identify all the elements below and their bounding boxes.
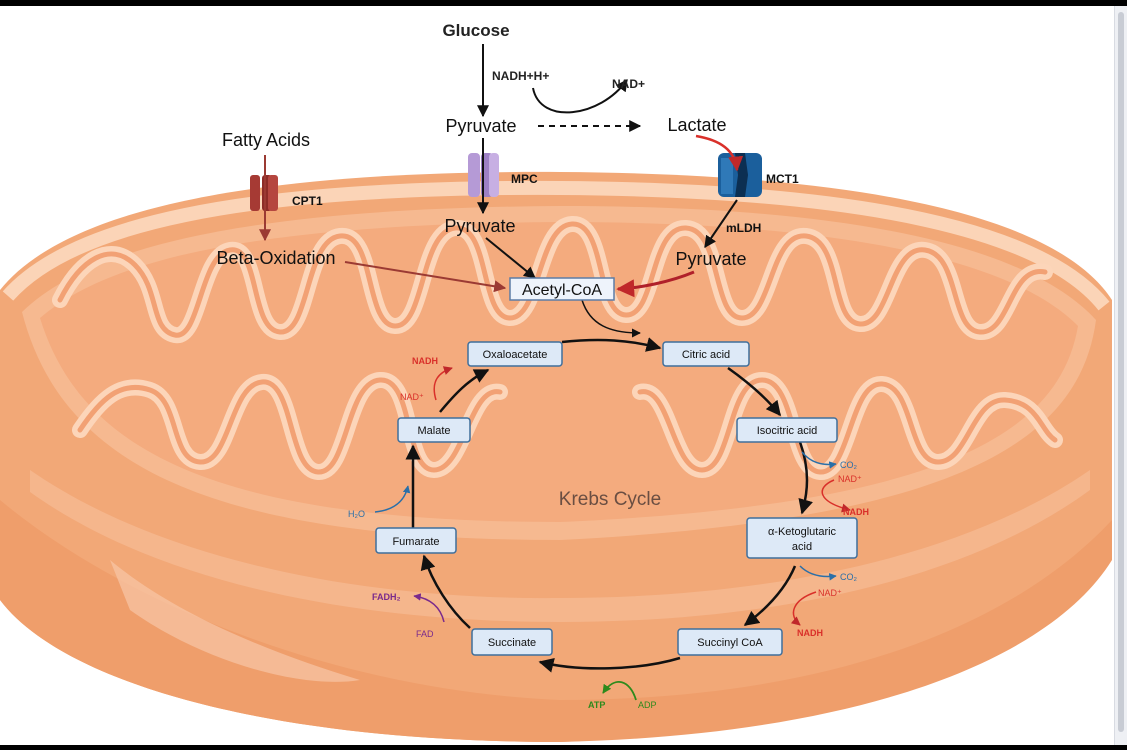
arrow-acetyl-citric [581,299,641,338]
krebs-cycle-arrows [405,337,813,673]
outer-shading [0,500,1112,742]
isocitric-acid-box: Isocitric acid [736,417,838,443]
inner-lip [30,470,1090,622]
nadh-label-3: NADH [797,628,823,638]
arrow-adp-atp [602,681,637,701]
cristae-bottom-core [77,377,1058,475]
mitochondrion [0,171,1112,742]
acetyl-coa-label: Acetyl-CoA [522,282,602,299]
nadh-label-1: NADH [412,356,438,366]
acetyl-coa-box: Acetyl-CoA [509,277,615,301]
outer-rim [2,180,1110,311]
h2o-label: H₂O [348,509,365,519]
nad-label-1: NAD⁺ [400,392,424,402]
nad-plus-label: NAD+ [612,77,645,91]
bottom-highlight [110,560,360,682]
pyruvate-mid-label: Pyruvate [444,216,515,236]
cpt1-label: CPT1 [292,194,323,208]
isocitric-acid-label: Isocitric acid [757,425,818,437]
cpt1-transporter-icon [250,175,278,211]
citric-acid-box: Citric acid [662,341,750,367]
nadh-label-2: NADH [843,507,869,517]
krebs-cycle-label: Krebs Cycle [559,489,661,510]
glucose-label: Glucose [442,21,509,40]
succinate-box: Succinate [471,628,553,656]
arrow-fad-fadh2 [413,593,445,623]
mct1-label: MCT1 [766,172,799,186]
arrow-nad-nadh-1 [433,366,453,401]
arrow-co2-2 [799,565,837,581]
arrow-nad-nadh-3 [790,591,817,626]
lactate-label: Lactate [667,115,726,135]
arrow-h2o [374,485,411,513]
malate-box: Malate [397,417,471,443]
mct1-transporter-icon [718,153,762,197]
nadh-h-label: NADH+H+ [492,69,549,83]
succinate-label: Succinate [488,637,536,649]
mldh-label: mLDH [726,221,761,235]
alpha-ketoglutaric-label-2: acid [792,541,812,553]
pyruvate-right-label: Pyruvate [675,249,746,269]
scrollbar-thumb[interactable] [1118,12,1124,732]
succinyl-coa-label: Succinyl CoA [697,637,763,649]
arrow-co2-1 [801,451,837,469]
vertical-scrollbar[interactable] [1114,6,1127,745]
co2-label-1: CO₂ [840,460,858,470]
mpc-label: MPC [511,172,538,186]
nad-label-2: NAD⁺ [838,474,862,484]
pyruvate-top-label: Pyruvate [445,116,516,136]
malate-label: Malate [417,425,450,437]
alpha-ketoglutaric-acid-box: α-Ketoglutaric acid [746,517,858,559]
arrow-beta-acetyl [344,261,507,293]
arrow-lactate-mct1 [695,134,744,172]
oxaloacetate-box: Oxaloacetate [467,341,563,367]
atp-label: ATP [588,700,605,710]
fad-label: FAD [416,629,434,639]
co2-label-2: CO₂ [840,572,858,582]
citric-acid-label: Citric acid [682,349,730,361]
adp-label: ADP [638,700,657,710]
fatty-acids-label: Fatty Acids [222,130,310,150]
fumarate-box: Fumarate [375,527,457,554]
beta-oxidation-label: Beta-Oxidation [216,248,335,268]
oxaloacetate-label: Oxaloacetate [483,349,548,361]
arrow-nad-nadh-2 [821,479,851,513]
nad-label-3: NAD⁺ [818,588,842,598]
cristae-top-core [57,221,1048,338]
arrow-mct1-pyruvate [704,199,738,248]
succinyl-coa-box: Succinyl CoA [677,628,783,656]
alpha-ketoglutaric-label-1: α-Ketoglutaric [768,526,837,538]
fadh2-label: FADH₂ [372,592,401,602]
arrow-pyruvate-right-acetyl [616,270,695,298]
fumarate-label: Fumarate [392,536,439,548]
arrow-nadh-to-nad [532,79,628,114]
arrow-pyruvate-acetyl [485,237,536,279]
